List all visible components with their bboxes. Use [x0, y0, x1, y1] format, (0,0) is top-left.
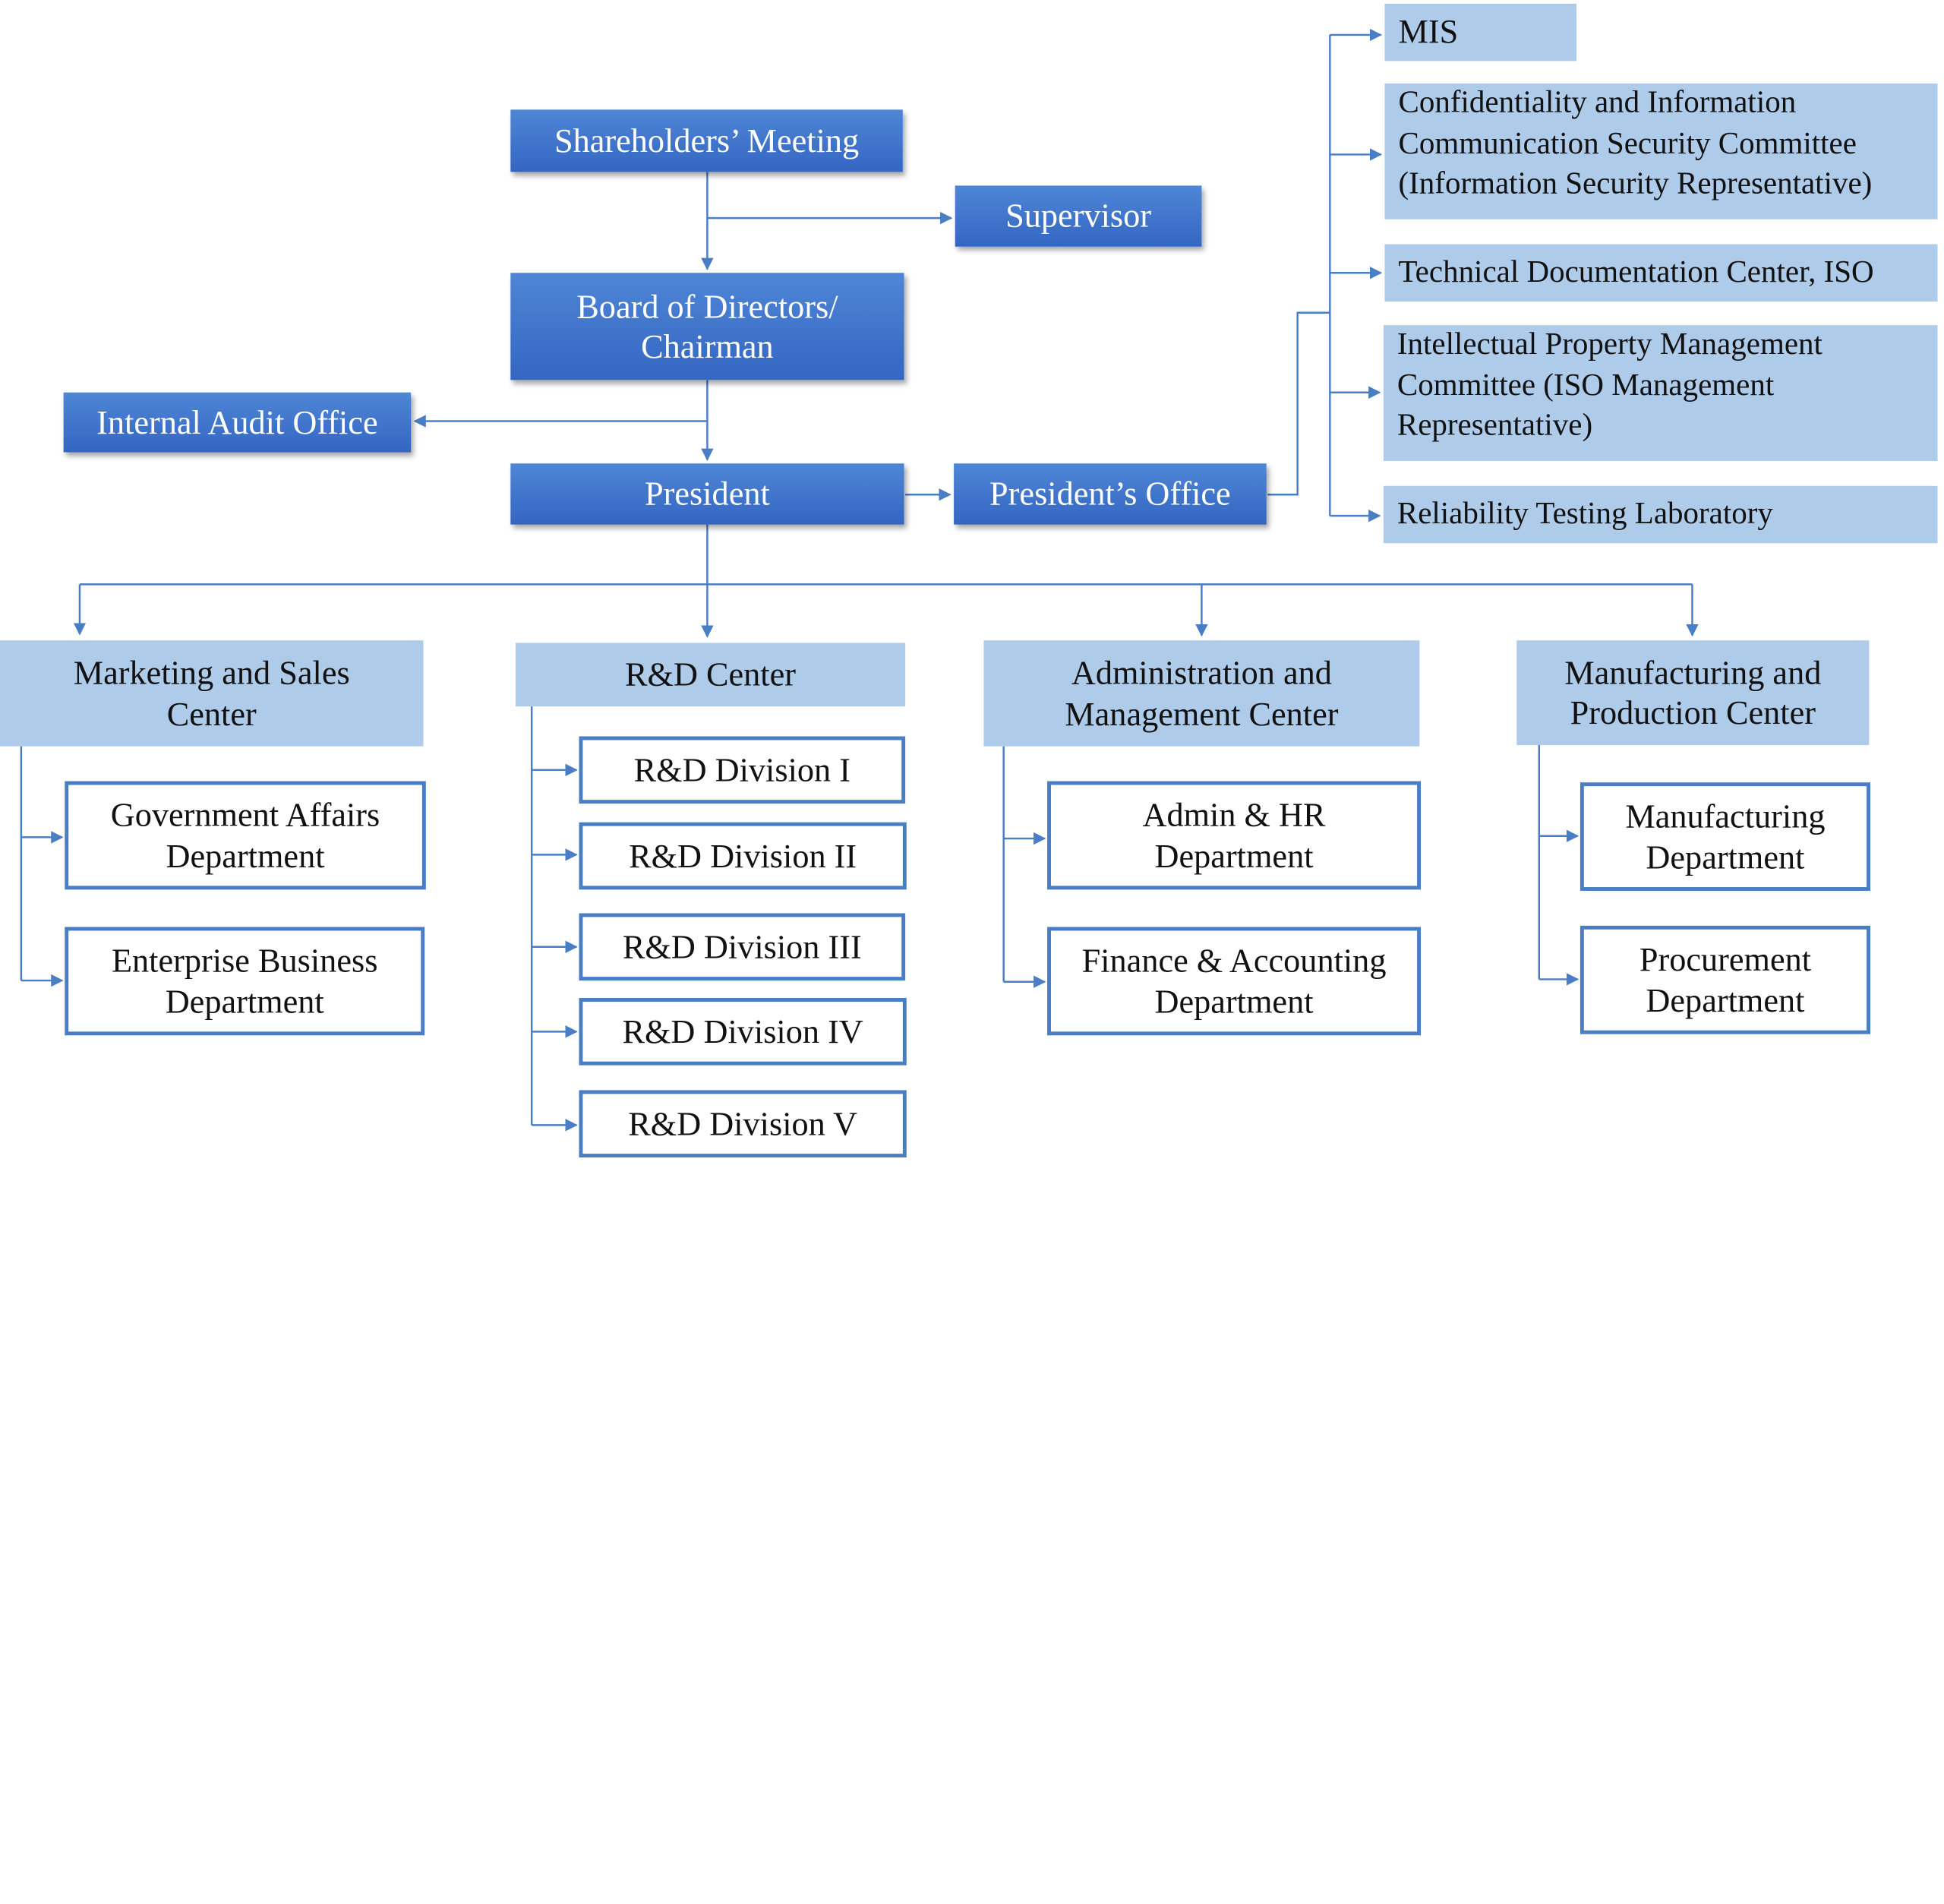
- technical-documentation-center-box: Technical Documentation Center, ISO: [1384, 244, 1938, 302]
- rd-division-5-label: R&D Division V: [628, 1104, 858, 1143]
- admin-hr-line-2: Department: [1154, 836, 1314, 874]
- marketing-center-line-2: Center: [166, 694, 257, 732]
- ip-line-3: Representative): [1396, 409, 1593, 443]
- connector-lines: [20, 28, 1699, 1132]
- internal-audit-office-box: Internal Audit Office: [63, 392, 412, 453]
- procurement-line-1: Procurement: [1639, 940, 1812, 978]
- ip-line-2: Committee (ISO Management: [1396, 368, 1775, 403]
- rd-center-label: R&D Center: [624, 655, 797, 693]
- board-of-directors-box: Board of Directors/ Chairman: [510, 273, 904, 380]
- procurement-line-2: Department: [1646, 980, 1805, 1019]
- marketing-sales-center-box: Marketing and Sales Center: [0, 640, 424, 747]
- rd-division-1-label: R&D Division I: [633, 750, 850, 789]
- finance-accounting-line-2: Department: [1154, 982, 1314, 1020]
- ip-line-1: Intellectual Property Management: [1396, 327, 1822, 362]
- manufacturing-production-center-box: Manufacturing and Production Center: [1516, 640, 1870, 746]
- admin-center-line-2: Management Center: [1065, 694, 1339, 732]
- finance-accounting-department-box: Finance & Accounting Department: [1047, 927, 1422, 1036]
- rd-division-1-box: R&D Division I: [579, 736, 906, 804]
- internal-audit-office-label: Internal Audit Office: [96, 403, 378, 441]
- enterprise-business-line-1: Enterprise Business: [111, 942, 378, 980]
- president-box: President: [510, 463, 904, 525]
- intellectual-property-committee-box: Intellectual Property Management Committ…: [1383, 325, 1938, 461]
- confidentiality-line-2: Communication Security Committee: [1398, 126, 1857, 160]
- technical-documentation-label: Technical Documentation Center, ISO: [1398, 254, 1874, 289]
- reliability-testing-label: Reliability Testing Laboratory: [1396, 497, 1773, 531]
- presidents-office-box: President’s Office: [954, 463, 1267, 525]
- board-label-line-1: Board of Directors/: [576, 287, 838, 325]
- rd-division-4-label: R&D Division IV: [622, 1012, 863, 1050]
- rd-division-5-box: R&D Division V: [579, 1090, 907, 1158]
- government-affairs-line-2: Department: [166, 836, 325, 874]
- enterprise-business-line-2: Department: [165, 982, 324, 1020]
- reliability-testing-laboratory-box: Reliability Testing Laboratory: [1383, 485, 1938, 544]
- rd-division-2-box: R&D Division II: [579, 822, 907, 890]
- manufacturing-center-line-2: Production Center: [1570, 693, 1816, 731]
- mis-label: MIS: [1398, 13, 1459, 51]
- finance-accounting-line-1: Finance & Accounting: [1081, 942, 1387, 980]
- procurement-department-box: Procurement Department: [1580, 925, 1870, 1034]
- rd-division-3-label: R&D Division III: [622, 927, 862, 966]
- rd-division-4-box: R&D Division IV: [579, 998, 907, 1066]
- admin-hr-line-1: Admin & HR: [1142, 796, 1326, 834]
- government-affairs-department-box: Government Affairs Department: [65, 781, 426, 890]
- manufacturing-department-line-2: Department: [1646, 838, 1805, 876]
- manufacturing-center-line-1: Manufacturing and: [1564, 653, 1822, 691]
- rd-center-box: R&D Center: [515, 643, 906, 707]
- supervisor-box: Supervisor: [955, 185, 1202, 247]
- supervisor-label: Supervisor: [1005, 197, 1151, 235]
- manufacturing-department-box: Manufacturing Department: [1580, 782, 1870, 891]
- shareholders-meeting-box: Shareholders’ Meeting: [510, 109, 903, 172]
- government-affairs-line-1: Government Affairs: [110, 796, 380, 834]
- president-label: President: [645, 475, 770, 513]
- admin-hr-department-box: Admin & HR Department: [1047, 781, 1422, 890]
- shareholders-meeting-label: Shareholders’ Meeting: [554, 122, 860, 159]
- confidentiality-line-3: (Information Security Representative): [1398, 166, 1873, 201]
- admin-center-line-1: Administration and: [1071, 654, 1332, 692]
- manufacturing-department-line-1: Manufacturing: [1625, 797, 1826, 835]
- mis-box: MIS: [1384, 3, 1576, 62]
- rd-division-3-box: R&D Division III: [579, 913, 906, 981]
- presidents-office-label: President’s Office: [989, 475, 1231, 513]
- confidentiality-line-1: Confidentiality and Information: [1398, 86, 1797, 120]
- marketing-center-line-1: Marketing and Sales: [73, 654, 350, 692]
- board-label-line-2: Chairman: [641, 327, 774, 365]
- administration-management-center-box: Administration and Management Center: [983, 640, 1420, 747]
- rd-division-2-label: R&D Division II: [629, 837, 857, 875]
- confidentiality-committee-box: Confidentiality and Information Communic…: [1384, 83, 1938, 219]
- enterprise-business-department-box: Enterprise Business Department: [65, 927, 425, 1036]
